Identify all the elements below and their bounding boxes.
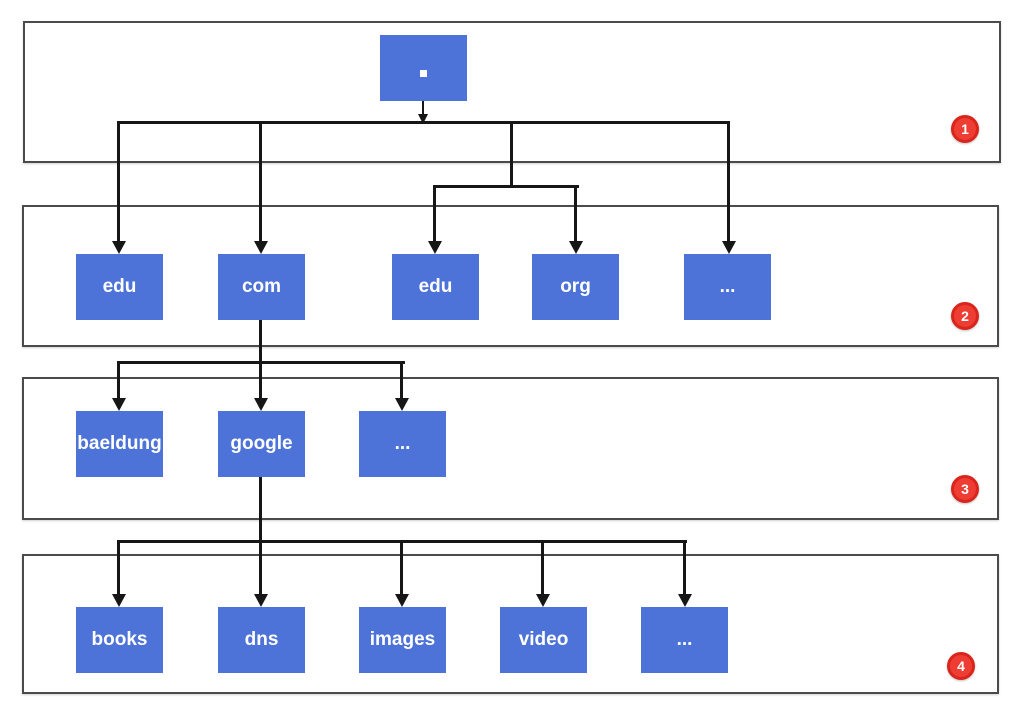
node-label: ...: [394, 433, 411, 454]
arrowhead-ellipsis2: [722, 241, 736, 254]
node-label: books: [91, 629, 148, 650]
arrowhead-books: [112, 594, 126, 607]
connector-drop-edu1: [117, 121, 120, 241]
connector-root-stem: [422, 101, 424, 115]
node-label: edu: [102, 276, 137, 297]
level-band-3: [22, 377, 999, 520]
level-badge-1: 1: [951, 115, 979, 143]
node-edu-left: edu: [76, 254, 163, 320]
node-google: google: [218, 411, 305, 477]
node-org: org: [532, 254, 619, 320]
connector-l3-main: [117, 361, 405, 364]
arrowhead-ellipsis4: [678, 594, 692, 607]
connector-drop-video: [541, 540, 544, 594]
connector-l1-sub: [434, 185, 579, 188]
connector-mid-stem: [510, 121, 513, 188]
node-com: com: [218, 254, 305, 320]
level-badge-3: 3: [951, 475, 979, 503]
connector-drop-org: [574, 185, 577, 241]
node-label: org: [560, 276, 591, 297]
node-dns: dns: [218, 607, 305, 673]
connector-google-stem: [259, 477, 262, 594]
arrowhead-baeldung: [112, 398, 126, 411]
node-label: dns: [244, 629, 279, 650]
node-ellipsis-level3: ...: [359, 411, 446, 477]
connector-drop-ellipsis4: [683, 540, 686, 594]
arrowhead-ellipsis3: [395, 398, 409, 411]
node-images: images: [359, 607, 446, 673]
connector-drop-edu2: [433, 185, 436, 241]
node-root-label: .: [419, 70, 427, 77]
level-badge-2: 2: [951, 302, 979, 330]
node-label: baeldung: [77, 433, 162, 454]
node-ellipsis-level2: ...: [684, 254, 771, 320]
node-label: com: [241, 276, 282, 297]
node-baeldung: baeldung: [76, 411, 163, 477]
connector-drop-ellipsis3: [400, 361, 403, 398]
arrowhead-video: [536, 594, 550, 607]
node-root: .: [380, 35, 467, 101]
node-label: video: [518, 629, 569, 650]
arrowhead-images: [395, 594, 409, 607]
connector-drop-baeldung: [117, 361, 120, 398]
node-edu-right: edu: [392, 254, 479, 320]
node-label: edu: [418, 276, 453, 297]
connector-drop-books: [117, 540, 120, 594]
connector-drop-images: [400, 540, 403, 594]
arrowhead-org: [569, 241, 583, 254]
node-video: video: [500, 607, 587, 673]
arrowhead-edu1: [112, 241, 126, 254]
connector-l1-main: [117, 121, 730, 124]
connector-drop-com: [259, 121, 262, 241]
level-band-2: [22, 205, 999, 347]
arrowhead-dns: [254, 594, 268, 607]
arrowhead-com: [254, 241, 268, 254]
node-ellipsis-level4: ...: [641, 607, 728, 673]
node-label: ...: [719, 276, 736, 297]
node-books: books: [76, 607, 163, 673]
node-label: google: [230, 433, 293, 454]
node-label: ...: [676, 629, 693, 650]
level-badge-4: 4: [947, 652, 975, 680]
connector-com-stem: [259, 320, 262, 398]
connector-drop-ellipsis2: [727, 121, 730, 241]
node-label: images: [369, 629, 436, 650]
arrowhead-google: [254, 398, 268, 411]
arrowhead-root: [418, 114, 428, 124]
arrowhead-edu2: [428, 241, 442, 254]
